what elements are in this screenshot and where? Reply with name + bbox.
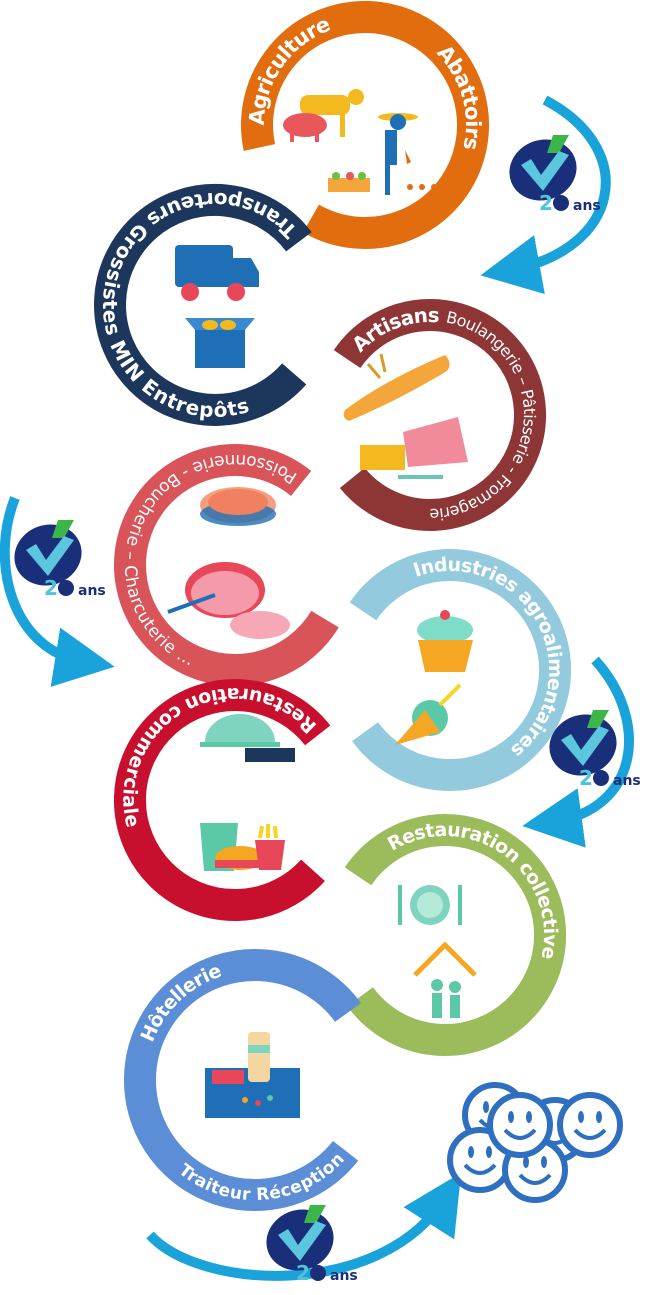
smiley-group bbox=[447, 1082, 623, 1203]
vegetable-crate-icon bbox=[328, 172, 437, 192]
badge-dot bbox=[310, 1265, 326, 1281]
cupcake-icon bbox=[417, 610, 473, 672]
arrow-3 bbox=[522, 656, 634, 848]
pig-icon bbox=[283, 113, 327, 142]
fast-food-icon bbox=[200, 823, 285, 871]
smiley-face-icon bbox=[557, 1092, 623, 1158]
arrow-2 bbox=[0, 496, 115, 687]
check-logo-icon bbox=[266, 1205, 334, 1271]
badge-number: 2 bbox=[539, 191, 553, 215]
fish-steak-icon bbox=[200, 487, 276, 526]
ring-commerciale bbox=[113, 679, 331, 921]
badge-number: 2 bbox=[44, 576, 58, 600]
ring-collective bbox=[344, 814, 567, 1056]
smiley-face-icon bbox=[487, 1092, 553, 1158]
20-ans-badge: 2 ans bbox=[266, 1205, 358, 1285]
badge-suffix: ans bbox=[573, 198, 601, 214]
arrow-4 bbox=[146, 1172, 462, 1281]
ring-industries bbox=[349, 549, 572, 791]
ring-boucherie bbox=[114, 444, 339, 686]
plate-icon bbox=[398, 885, 462, 925]
badge-number: 2 bbox=[579, 766, 593, 790]
ring-agriculture bbox=[241, 1, 490, 249]
badge-number: 2 bbox=[296, 1261, 310, 1285]
badge-suffix: ans bbox=[330, 1268, 358, 1284]
cheese-icon bbox=[360, 417, 468, 479]
check-logo-icon bbox=[509, 135, 577, 201]
badge-suffix: ans bbox=[613, 773, 641, 789]
cloche-icon bbox=[200, 714, 295, 762]
ring-artisans bbox=[333, 298, 547, 531]
badge-dot bbox=[593, 770, 609, 786]
20-ans-badge: 2 ans bbox=[549, 710, 641, 790]
buffet-tray-icon bbox=[205, 1032, 300, 1118]
arrow-1 bbox=[480, 95, 611, 295]
ice-cream-icon bbox=[395, 683, 462, 745]
ring-transport bbox=[94, 184, 312, 426]
ring-hotellerie bbox=[123, 949, 361, 1211]
truck-icon bbox=[175, 245, 259, 301]
badge-suffix: ans bbox=[78, 583, 106, 599]
box-icon bbox=[185, 318, 255, 368]
20-ans-badge: 2 ans bbox=[14, 520, 106, 600]
badge-dot bbox=[58, 580, 74, 596]
badge-dot bbox=[553, 195, 569, 211]
bread-icon bbox=[343, 353, 450, 421]
elderly-care-icon bbox=[413, 941, 477, 1018]
check-logo-icon bbox=[549, 710, 617, 776]
check-logo-icon bbox=[14, 520, 82, 586]
farmer-icon bbox=[378, 113, 418, 195]
meat-icon bbox=[167, 562, 290, 639]
20-ans-badge: 2 ans bbox=[509, 135, 601, 215]
